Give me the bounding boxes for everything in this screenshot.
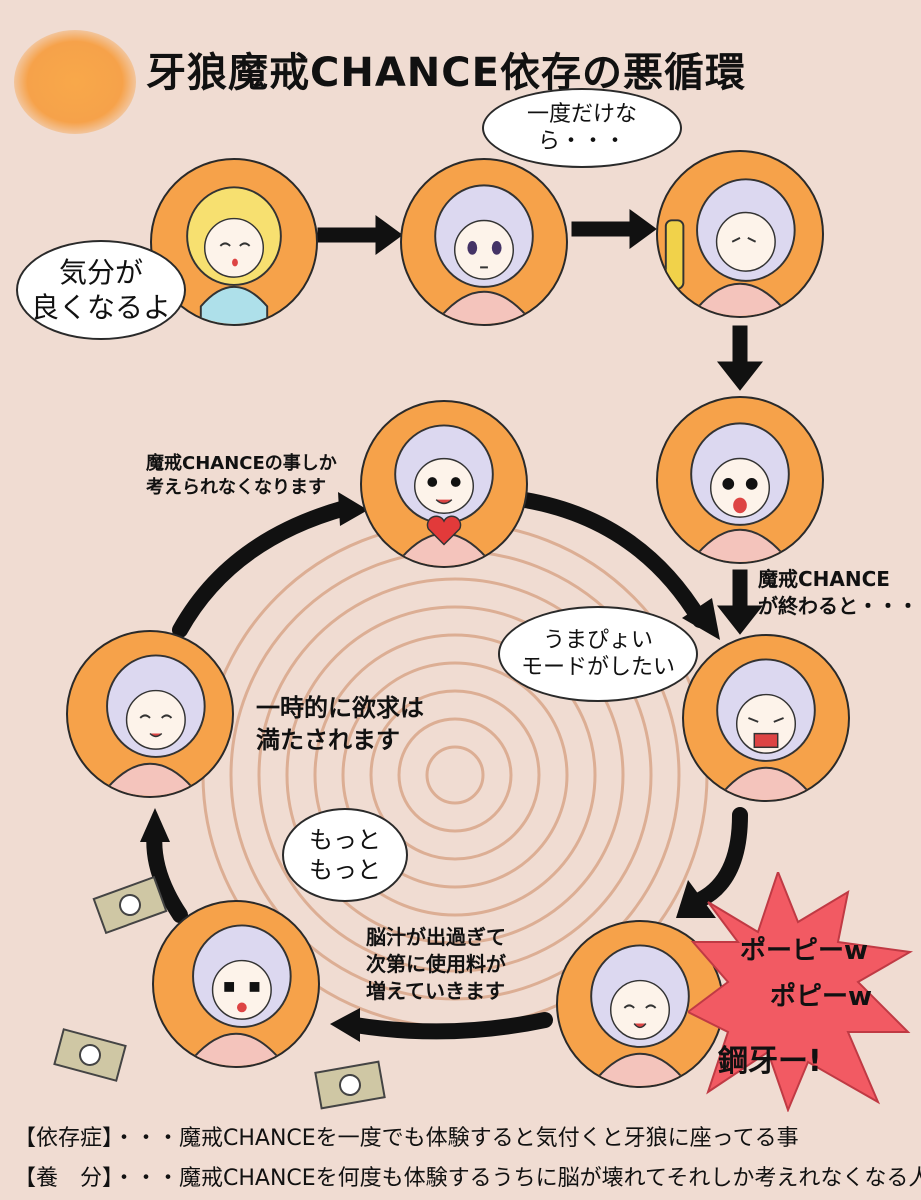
panel-heart	[360, 400, 528, 568]
girl-character-heart	[394, 424, 494, 566]
arrow-right-2	[571, 209, 657, 249]
arrow-right-1	[317, 215, 403, 255]
arrow-curve-bottom	[347, 1012, 553, 1040]
burst-line-1: ポーピーw	[740, 936, 869, 966]
panel-stressed	[682, 634, 850, 802]
arrowhead-bottom	[330, 1008, 360, 1042]
panel-playing	[656, 150, 824, 318]
panel-once	[400, 158, 568, 326]
panel-jackpot	[556, 920, 724, 1088]
panel-satisfied	[66, 630, 234, 798]
bubble-more: もっと もっと	[282, 808, 408, 902]
girl-character-satisfied	[106, 654, 206, 796]
definition-dependence: 【依存症】・・・魔戒CHANCEを一度でも体験すると気付くと牙狼に座ってる事	[14, 1126, 799, 1151]
burst-line-3: 鋼牙ー!	[718, 1044, 822, 1079]
caption-satisfied: 一時的に欲求は 満たされます	[256, 694, 424, 755]
friend-character	[186, 186, 282, 324]
arrow-down-1	[716, 325, 764, 391]
page-title: 牙狼魔戒CHANCE依存の悪循環	[146, 50, 746, 96]
caption-only-think: 魔戒CHANCEの事しか 考えられなくなります	[146, 453, 337, 499]
sun-decoration	[14, 30, 136, 134]
burst-line-2: ポピーw	[770, 982, 873, 1012]
girl-character-playing	[664, 178, 796, 316]
arrow-down-2	[716, 569, 764, 635]
panel-money	[152, 900, 320, 1068]
bubble-just-once: 一度だけなら・・・	[482, 88, 682, 168]
burst-shape	[688, 872, 914, 1112]
definition-nutrient: 【養 分】・・・魔戒CHANCEを何度も体験するうちに脳が壊れてそれしか考えれな…	[14, 1166, 921, 1191]
girl-character-hesitant	[434, 184, 534, 324]
panel-surprised	[656, 396, 824, 564]
girl-character-stressed	[716, 658, 816, 800]
girl-character-jackpot	[590, 944, 690, 1086]
bubble-umapyoi: うまぴょい モードがしたい	[498, 606, 698, 702]
caption-when-ends: 魔戒CHANCE が終わると・・・	[758, 567, 918, 618]
arrow-curve-left-top	[172, 500, 353, 638]
caption-usage-increases: 脳汁が出過ぎて 次第に使用料が 増えていきます	[366, 925, 506, 1003]
bubble-feel-good: 気分が 良くなるよ	[16, 240, 186, 340]
girl-character-spending	[192, 924, 292, 1066]
arrowhead-left	[140, 808, 170, 842]
girl-character-surprised	[690, 422, 790, 562]
